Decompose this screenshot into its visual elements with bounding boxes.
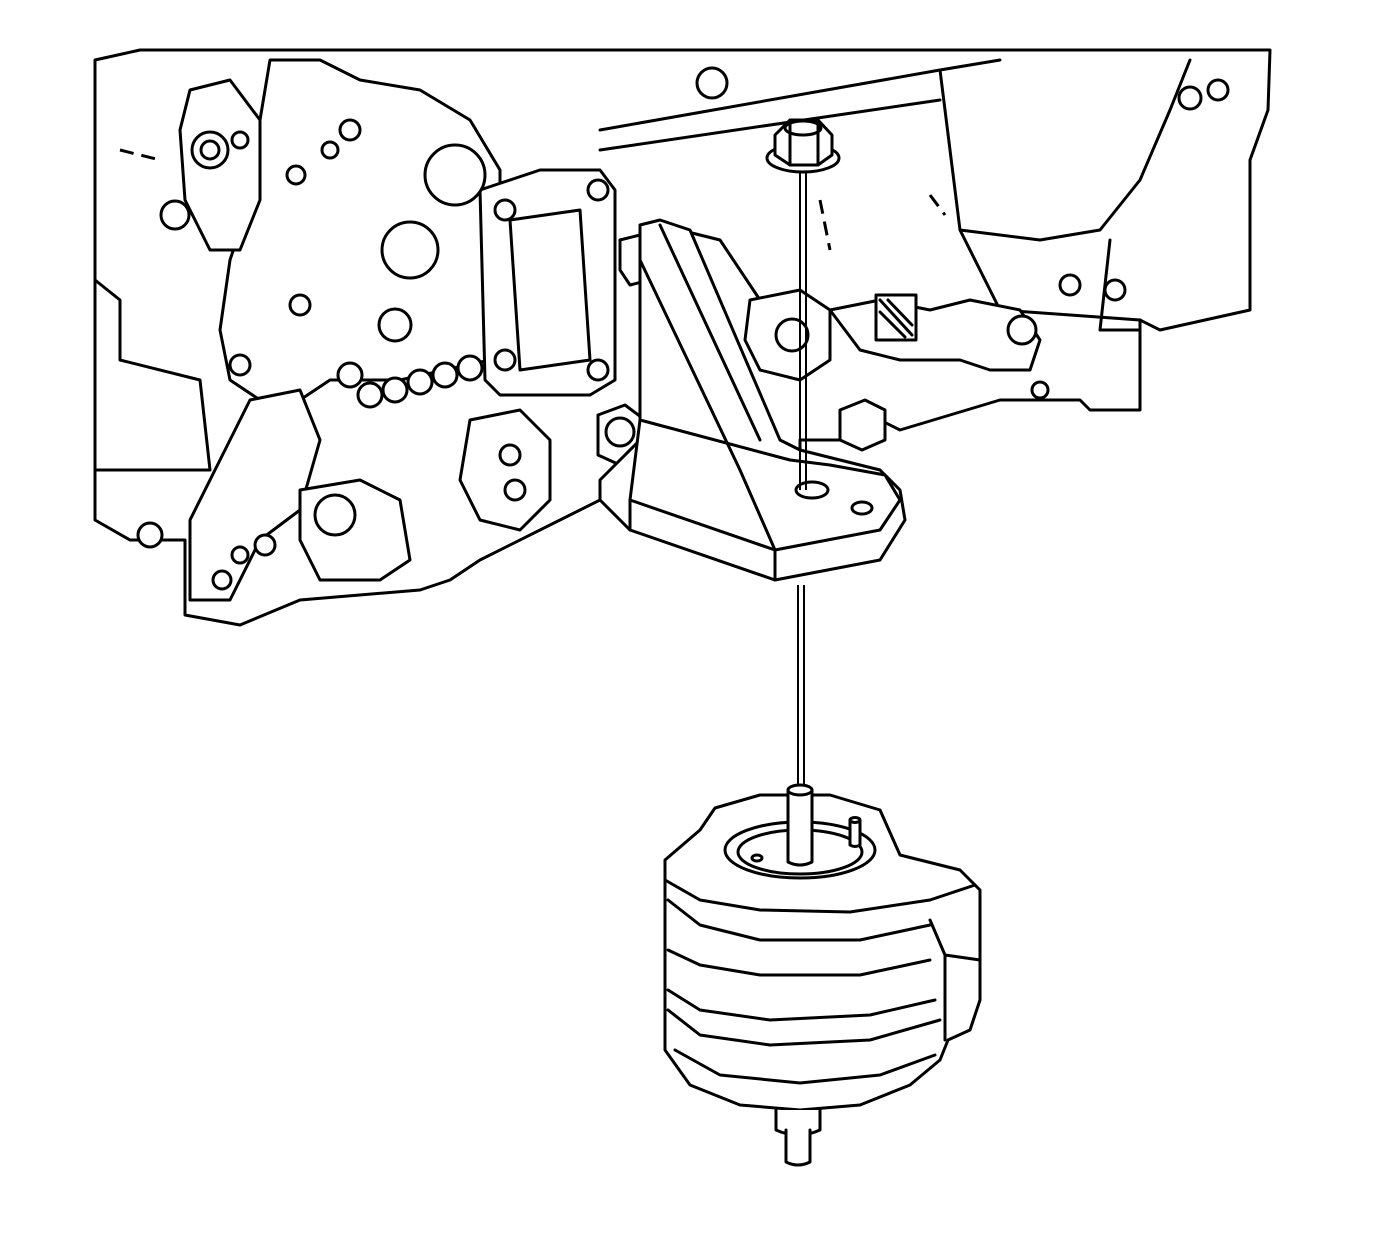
engine-mount-bracket — [598, 218, 907, 582]
engine-mount — [663, 783, 982, 1167]
mount-nut — [765, 118, 841, 174]
block-holes — [136, 66, 1230, 591]
hoses — [356, 354, 484, 409]
